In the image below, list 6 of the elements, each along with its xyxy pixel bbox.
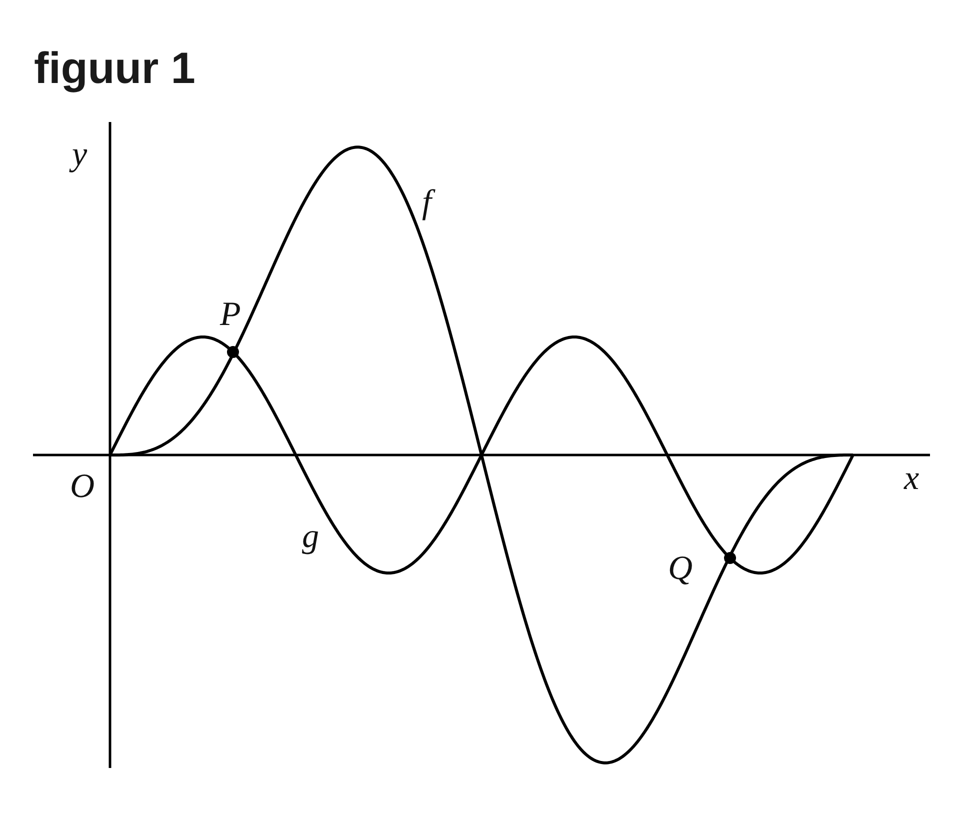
point-label: P [220, 298, 241, 332]
origin-label: O [70, 470, 95, 504]
figure-title: figuur 1 [34, 44, 196, 94]
axis-label: x [904, 462, 920, 496]
point-label: Q [668, 552, 693, 586]
curve-label: g [302, 520, 319, 554]
